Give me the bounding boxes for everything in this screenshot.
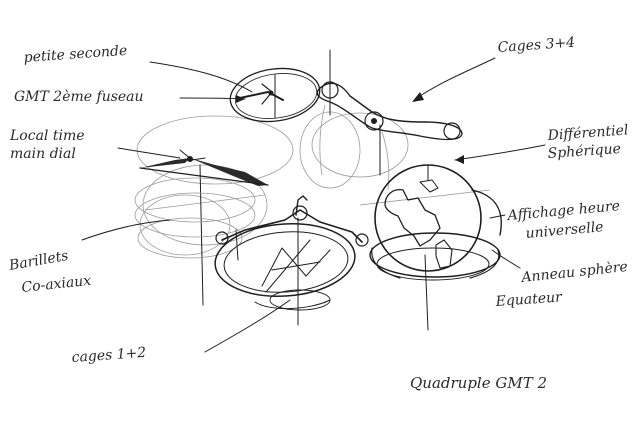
label-affichage-heure: Affichage heure (505, 198, 621, 224)
label-differentiel: Différentiel (546, 122, 629, 144)
vertical-axes (199, 49, 429, 331)
arrowheads (236, 92, 464, 164)
upper-tourbillon-bridge (316, 81, 463, 191)
globe-universal-time (369, 164, 502, 281)
label-petite-seconde: petite seconde (23, 43, 128, 66)
small-seconds-subdial (229, 67, 321, 123)
signature-text: Quadruple GMT 2 (410, 374, 547, 392)
label-barillets: Barillets (7, 248, 70, 274)
label-spherique: Sphérique (547, 141, 621, 162)
leader-lines (81, 57, 546, 353)
lower-tourbillon (214, 195, 369, 311)
label-gmt-fuseau: GMT 2ème fuseau (14, 89, 144, 105)
label-co-axiaux: Co-axiaux (21, 273, 92, 296)
label-main-dial: main dial (10, 146, 76, 162)
label-cages-1-2: cages 1+2 (71, 345, 147, 366)
coaxial-barrels (134, 177, 256, 259)
label-local-time: Local time (9, 128, 85, 144)
main-dial-hands (139, 149, 269, 186)
label-universelle: universelle (525, 219, 604, 242)
label-anneau-sphere: Anneau sphère (519, 259, 629, 286)
annotation-labels: petite seconde GMT 2ème fuseau Local tim… (7, 35, 629, 392)
label-equateur: Equateur (494, 289, 563, 310)
label-cages-3-4: Cages 3+4 (497, 35, 575, 56)
